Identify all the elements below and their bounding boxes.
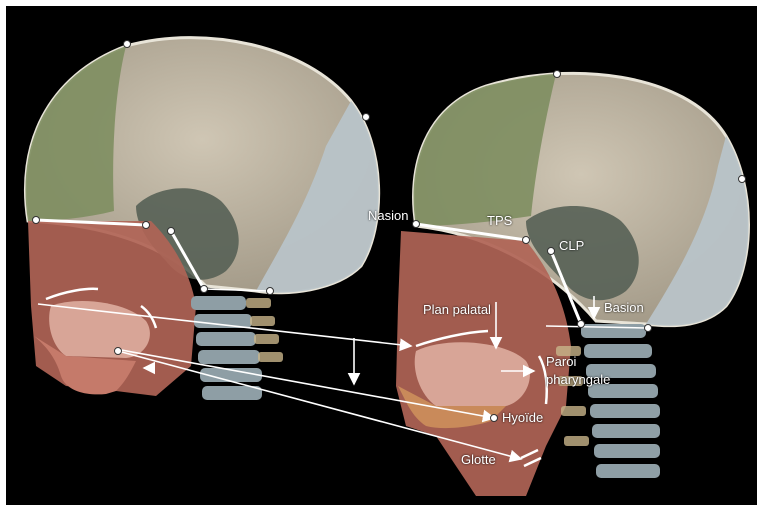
right-head (396, 73, 749, 496)
label-clp: CLP (559, 238, 584, 253)
left-head (25, 38, 378, 400)
label-tps: TPS (487, 213, 512, 228)
label-basion: Basion (604, 300, 644, 315)
label-hyoide: Hyoïde (502, 410, 543, 425)
anatomy-illustration (6, 6, 757, 505)
right-cervical-spine (581, 324, 660, 478)
label-plan-palatal: Plan palatal (423, 302, 491, 317)
left-frontal-bone (25, 46, 126, 221)
figure-frame: Nasion TPS CLP Basion Plan palatal Paroi… (6, 6, 757, 505)
label-paroi: Paroi (546, 354, 576, 369)
label-glotte: Glotte (461, 452, 496, 467)
label-pharyngale: pharyngale (546, 372, 610, 387)
label-nasion: Nasion (368, 208, 408, 223)
left-cervical-spine (191, 296, 262, 400)
